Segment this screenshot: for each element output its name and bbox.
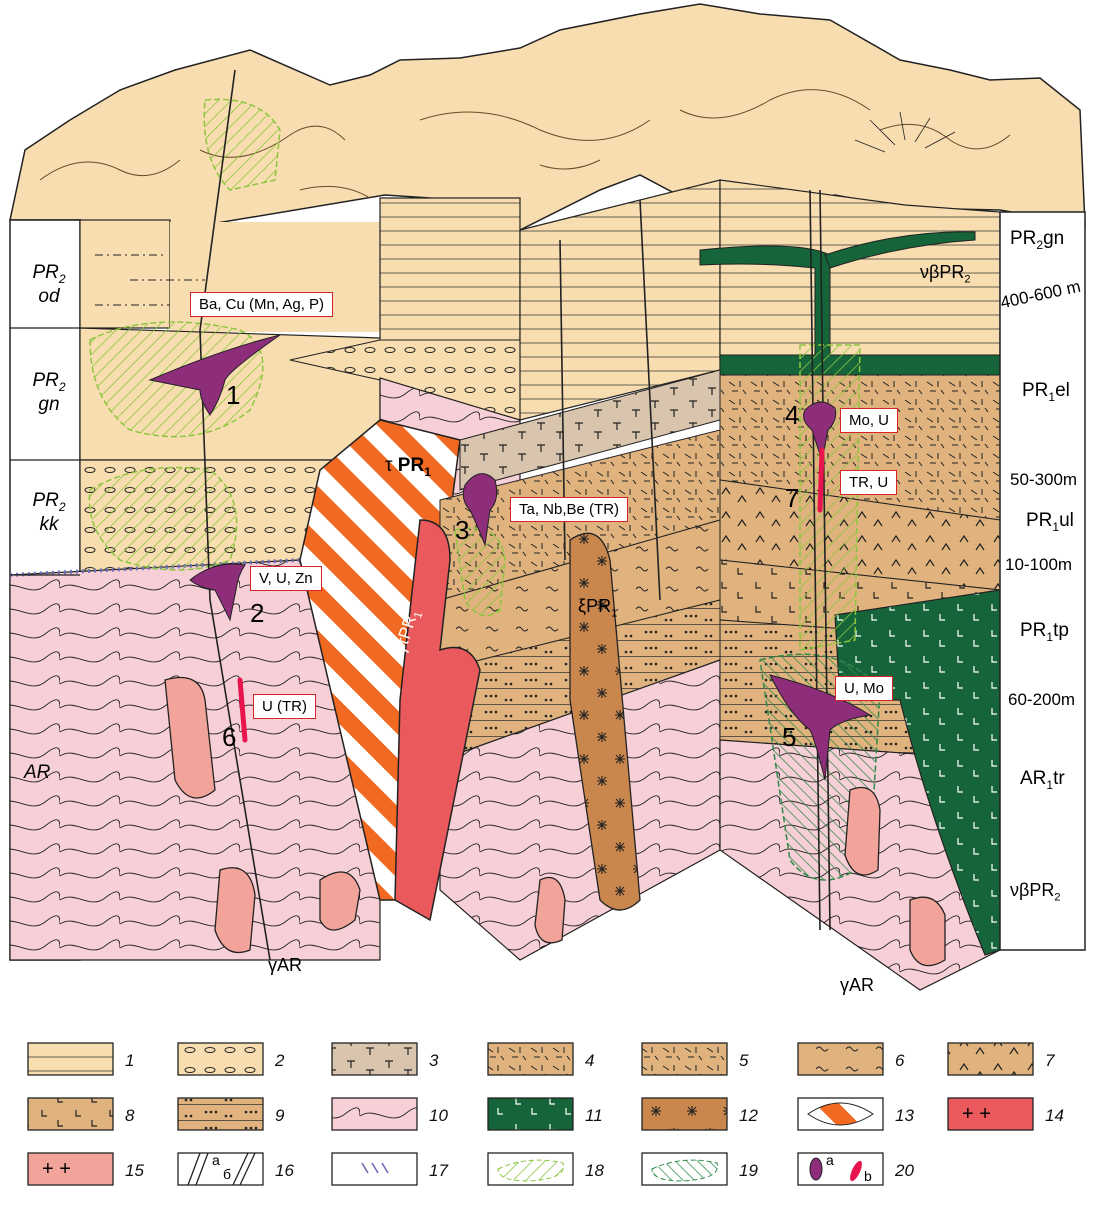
legend-swatch-12: [642, 1098, 727, 1130]
legend-swatch-10: [332, 1098, 417, 1130]
legend-number-1: 1: [125, 1051, 134, 1070]
legend-number-7: 7: [1045, 1051, 1055, 1070]
legend-number-13: 13: [895, 1106, 914, 1125]
legend-number-20: 20: [894, 1161, 914, 1180]
legend-number-16: 16: [275, 1161, 294, 1180]
legend-swatch-4: [488, 1043, 573, 1075]
legend-number-4: 4: [585, 1051, 594, 1070]
legend-swatch-9: [178, 1098, 263, 1130]
legend-16-b: б: [223, 1166, 231, 1182]
legend-number-3: 3: [429, 1051, 439, 1070]
legend-swatch-11: [488, 1098, 573, 1130]
legend-number-5: 5: [739, 1051, 749, 1070]
legend-number-19: 19: [739, 1161, 758, 1180]
legend-swatch-3: [332, 1043, 417, 1075]
legend-mark-15: + +: [42, 1158, 71, 1180]
legend-20-b: b: [864, 1168, 872, 1184]
legend-swatch-17: [332, 1153, 417, 1185]
legend-number-15: 15: [125, 1161, 144, 1180]
legend-swatch-5: [642, 1043, 727, 1075]
legend-number-11: 11: [585, 1106, 603, 1125]
legend-mark-14: + +: [962, 1103, 991, 1125]
legend-swatch-2: [178, 1043, 263, 1075]
legend-number-14: 14: [1045, 1106, 1064, 1125]
legend-20-a: a: [826, 1152, 834, 1168]
legend-number-9: 9: [275, 1106, 285, 1125]
legend-number-8: 8: [125, 1106, 135, 1125]
legend-swatch-7: [948, 1043, 1033, 1075]
right-label-column: [1000, 212, 1085, 950]
legend-number-18: 18: [585, 1161, 604, 1180]
legend-swatch-16: [178, 1153, 263, 1185]
relief-surface: [10, 4, 1085, 230]
legend-swatch-8: [28, 1098, 113, 1130]
legend-number-10: 10: [429, 1106, 448, 1125]
legend-swatch-1: [28, 1043, 113, 1075]
legend-number-17: 17: [429, 1161, 448, 1180]
legend-number-2: 2: [274, 1051, 285, 1070]
legend-number-6: 6: [895, 1051, 905, 1070]
legend-16-a: а: [212, 1152, 220, 1168]
legend-20-ore: [810, 1158, 822, 1180]
legend-swatch-6: [798, 1043, 883, 1075]
legend-number-12: 12: [739, 1106, 758, 1125]
